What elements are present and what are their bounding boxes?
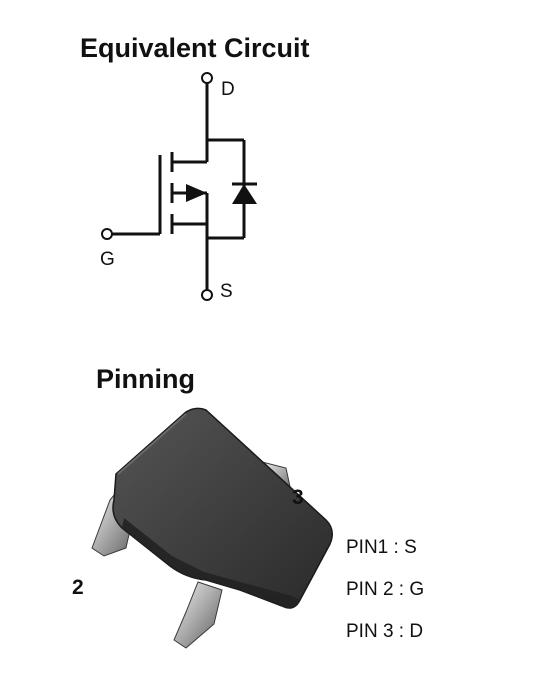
package-top-edge <box>117 413 187 475</box>
pinning-title: Pinning <box>96 364 195 394</box>
gate-label: G <box>100 249 115 270</box>
gate-terminal <box>101 228 113 240</box>
pin2-number: 2 <box>72 576 84 599</box>
body-arrow <box>186 184 207 202</box>
pin1-assignment: PIN1 : S <box>346 537 417 558</box>
diode-triangle <box>232 184 257 204</box>
source-label: S <box>220 281 233 302</box>
drain-label: D <box>221 79 235 100</box>
source-terminal <box>201 289 213 301</box>
pin1-lead <box>173 581 223 649</box>
pin2-assignment: PIN 2 : G <box>346 579 425 600</box>
pin3-assignment: PIN 3 : D <box>346 621 424 642</box>
equivalent-circuit-title: Equivalent Circuit <box>80 33 310 63</box>
package-bottom-face <box>122 518 300 608</box>
pin3-number: 3 <box>292 486 304 509</box>
